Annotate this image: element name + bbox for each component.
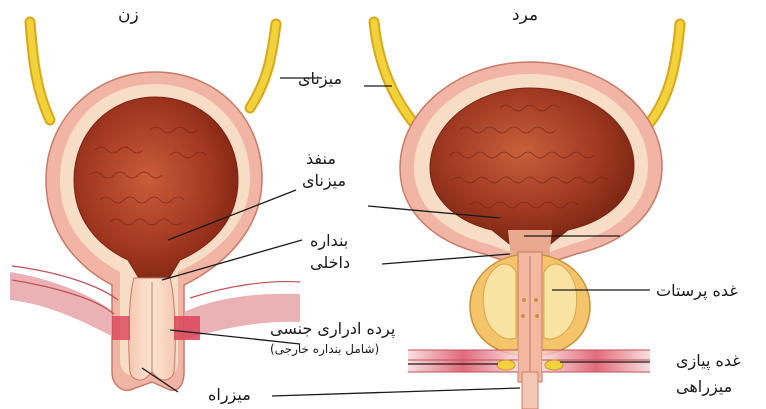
female-bladder bbox=[10, 22, 300, 390]
male-bulbourethral-gland-left bbox=[497, 360, 515, 370]
label-ureter: میزنای bbox=[298, 70, 342, 88]
label-urogenital-diaphragm-note: (شامل بنداره خارجی) bbox=[270, 342, 379, 356]
female-urogenital-diaphragm bbox=[10, 272, 112, 336]
male-ureter-left bbox=[374, 22, 418, 128]
label-urogenital-diaphragm: پرده ادراری جنسی bbox=[270, 320, 395, 338]
label-bulbourethral-2: میزراهی bbox=[676, 378, 732, 396]
label-internal-sphincter-2: داخلی bbox=[310, 254, 350, 272]
heading-female: زن bbox=[118, 6, 139, 24]
label-urethra: میزراه bbox=[208, 386, 251, 404]
label-ureteral-orifice-2: میزنای bbox=[302, 172, 346, 190]
label-prostate: غده پرستات bbox=[656, 282, 738, 300]
label-internal-sphincter-1: بنداره bbox=[310, 232, 348, 250]
label-bulbourethral-1: غده پیازی bbox=[676, 352, 741, 370]
label-ureteral-orifice-1: منفذ bbox=[306, 150, 336, 168]
male-bladder bbox=[374, 22, 680, 409]
heading-male: مرد bbox=[512, 6, 538, 24]
